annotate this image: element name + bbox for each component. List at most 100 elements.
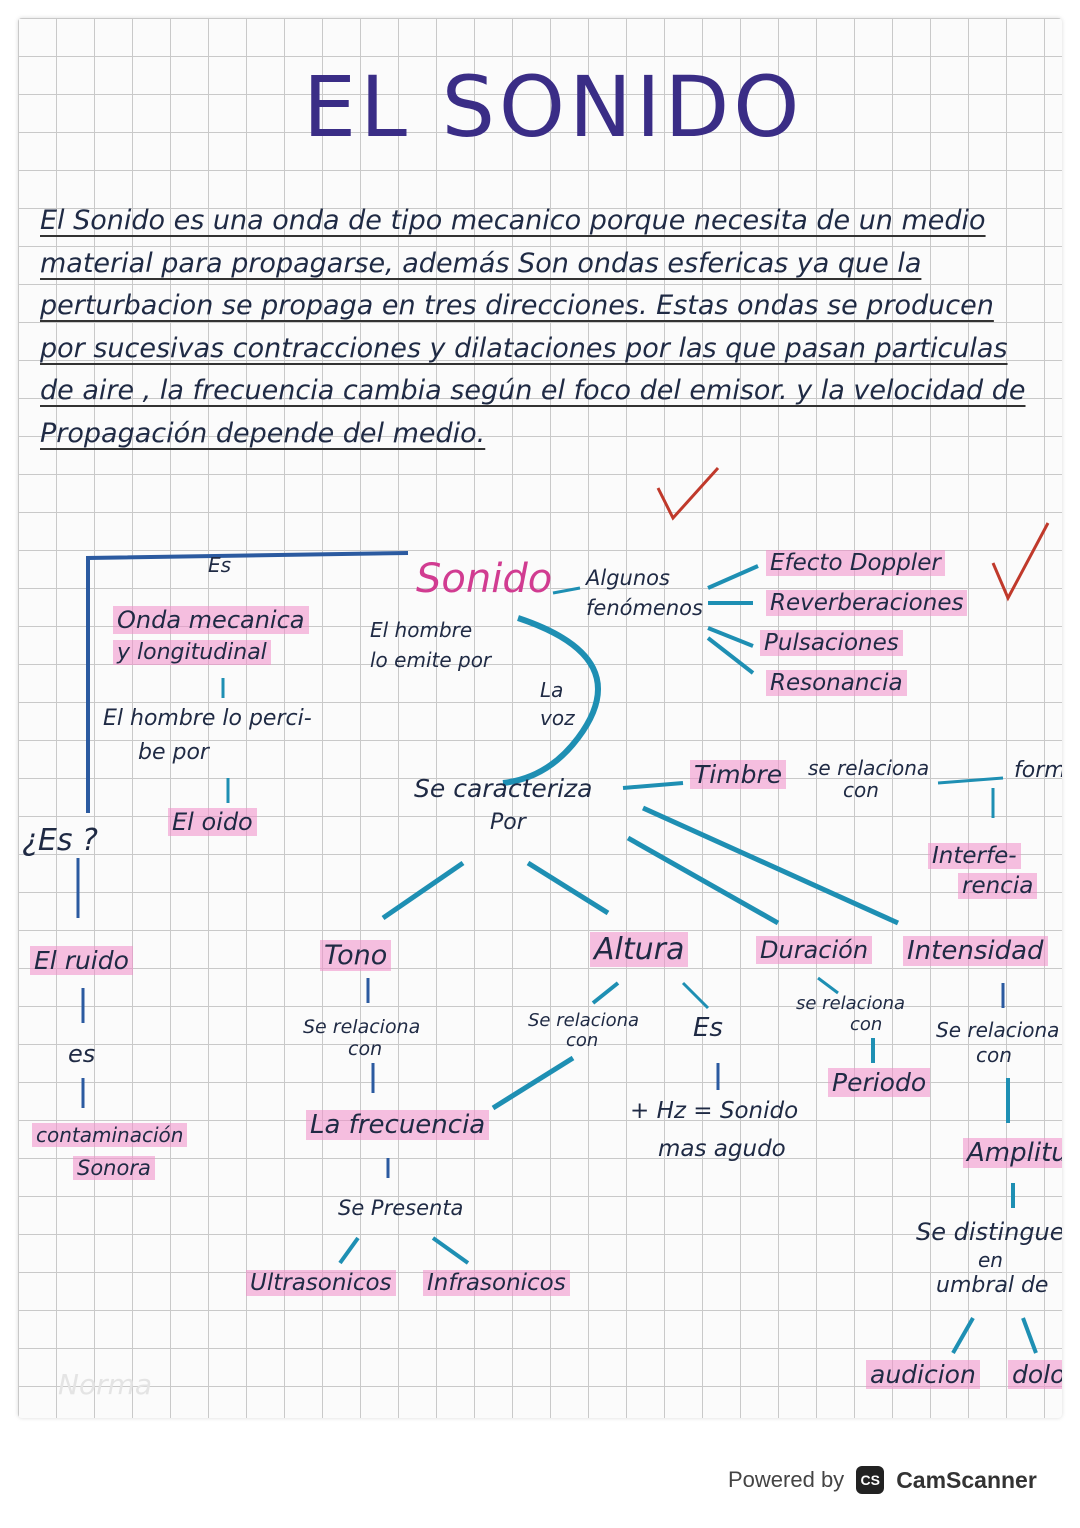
label-forma: forma (1014, 758, 1062, 783)
label-altura-con: con (566, 1030, 599, 1051)
contaminacion-line-2: Sonora (73, 1156, 155, 1180)
concept-map-arrows (76, 466, 1050, 1354)
label-voz: voz (540, 706, 575, 730)
label-percibe-2: be por (138, 740, 209, 765)
label-distingue-3: umbral de (936, 1273, 1049, 1298)
label-por: Por (490, 810, 526, 835)
node-ultrasonicos: Ultrasonicos (246, 1270, 396, 1296)
node-sonido: Sonido (416, 556, 553, 602)
node-phenomenon-4: Resonancia (766, 670, 907, 696)
interferencia-line-1: Interfe- (928, 843, 1021, 869)
duracion-text: Duración (756, 936, 873, 964)
label-percibe-1: El hombre lo perci- (103, 706, 312, 731)
node-contaminacion-1: contaminación (32, 1123, 188, 1147)
arrow-altura-rel (591, 981, 620, 1005)
bracket-line (86, 551, 409, 813)
periodo-text: Periodo (828, 1068, 931, 1097)
phenomenon-label: Reverberaciones (766, 590, 968, 616)
arrow-altura-frecuencia (491, 1055, 575, 1111)
label-se-presenta: Se Presenta (338, 1196, 464, 1220)
teacher-check-mark-2 (991, 522, 1050, 602)
arrow-audicion (951, 1317, 975, 1354)
node-el-ruido: El ruido (30, 946, 133, 975)
node-el-oido: El oido (168, 808, 257, 836)
phenomenon-label: Efecto Doppler (766, 550, 945, 576)
node-dolor: dolor (1008, 1360, 1062, 1389)
label-hombre-emite-2: lo emite por (370, 648, 492, 672)
arrow-infra (431, 1236, 470, 1265)
camscanner-brand: CamScanner (896, 1466, 1037, 1493)
node-tono: Tono (320, 940, 392, 971)
label-es-small: es (68, 1040, 96, 1068)
onda-line-1: Onda mecanica (113, 606, 309, 634)
arrow-duracion (626, 835, 780, 926)
node-onda-mecanica: Onda mecanica (113, 606, 309, 634)
altura-text: Altura (590, 932, 689, 967)
node-amplitud: Amplitud (963, 1138, 1062, 1168)
intro-paragraph: El Sonido es una onda de tipo mecanico p… (40, 205, 1026, 449)
node-contaminacion-2: Sonora (73, 1156, 155, 1180)
label-hz-1: + Hz = Sonido (630, 1098, 799, 1124)
teacher-check-mark (656, 466, 720, 521)
node-interferencia-2: rencia (958, 873, 1038, 899)
label-es-top: Es (208, 553, 232, 577)
phenomenon-label: Resonancia (766, 670, 907, 696)
arrow-dur-rel (817, 976, 839, 995)
infrasonicos-text: Infrasonicos (423, 1270, 570, 1296)
arrow-pulsaciones (707, 626, 754, 648)
label-algunos: Algunos (586, 566, 670, 590)
arrow-resonancia (706, 636, 755, 675)
arrow-intensidad (641, 805, 900, 926)
label-timbre-con: con (843, 778, 879, 802)
node-la-frecuencia: La frecuencia (306, 1110, 490, 1140)
label-timbre-rel: se relaciona (808, 756, 930, 780)
arrow-timbre (622, 781, 684, 790)
onda-line-2: y longitudinal (113, 640, 271, 665)
notebook-watermark: Norma (58, 1368, 153, 1401)
node-phenomenon-1: Efecto Doppler (766, 550, 945, 576)
arrow-dolor (1021, 1317, 1038, 1354)
node-altura: Altura (590, 932, 689, 967)
label-tono-rel: Se relaciona (303, 1016, 421, 1038)
label-se-caracteriza: Se caracteriza (414, 774, 593, 803)
node-audicion: audicion (866, 1360, 980, 1389)
arrow-forma (937, 776, 1004, 785)
node-intensidad: Intensidad (903, 936, 1048, 966)
amplitud-text: Amplitud (963, 1138, 1062, 1168)
node-infrasonicos: Infrasonicos (423, 1270, 570, 1296)
node-phenomenon-3: Pulsaciones (760, 630, 903, 656)
audicion-text: audicion (866, 1360, 980, 1389)
arrow-tono (381, 860, 465, 921)
node-interferencia-1: Interfe- (928, 843, 1021, 869)
el-ruido-text: El ruido (30, 946, 133, 975)
la-frecuencia-text: La frecuencia (306, 1110, 490, 1140)
label-dur-con: con (850, 1014, 883, 1035)
tono-text: Tono (320, 940, 392, 971)
node-periodo: Periodo (828, 1068, 931, 1097)
label-tono-con: con (348, 1038, 383, 1060)
arrow-altura-es (681, 981, 710, 1010)
node-onda-longitudinal: y longitudinal (113, 640, 271, 665)
node-phenomenon-2: Reverberaciones (766, 590, 968, 616)
label-hz-2: mas agudo (658, 1136, 786, 1162)
timbre-text: Timbre (690, 760, 787, 789)
interferencia-line-2: rencia (958, 873, 1038, 899)
dolor-text: dolor (1008, 1360, 1062, 1389)
camscanner-logo-icon: CS (856, 1466, 885, 1494)
arrow-ultra (338, 1236, 360, 1265)
notebook-page: EL SONIDO El Sonido es una onda de tipo … (18, 18, 1062, 1418)
label-la: La (540, 678, 564, 702)
arrow-sonido-caracteriza (502, 615, 601, 786)
label-distingue-1: Se distingue (916, 1218, 1062, 1246)
label-hombre-emite-1: El hombre (370, 618, 473, 642)
label-int-con: con (976, 1043, 1012, 1067)
label-altura-es: Es (693, 1013, 723, 1043)
label-fenomenos: fenómenos (586, 596, 703, 620)
label-es-question: ¿Es ? (22, 823, 98, 858)
contaminacion-line-1: contaminación (32, 1123, 188, 1147)
camscanner-footer: Powered by CS CamScanner (728, 1466, 1037, 1494)
label-int-rel: Se relaciona (936, 1018, 1060, 1042)
node-timbre: Timbre (690, 760, 787, 789)
ultrasonicos-text: Ultrasonicos (246, 1270, 396, 1296)
label-dur-rel: se relaciona (796, 993, 906, 1014)
